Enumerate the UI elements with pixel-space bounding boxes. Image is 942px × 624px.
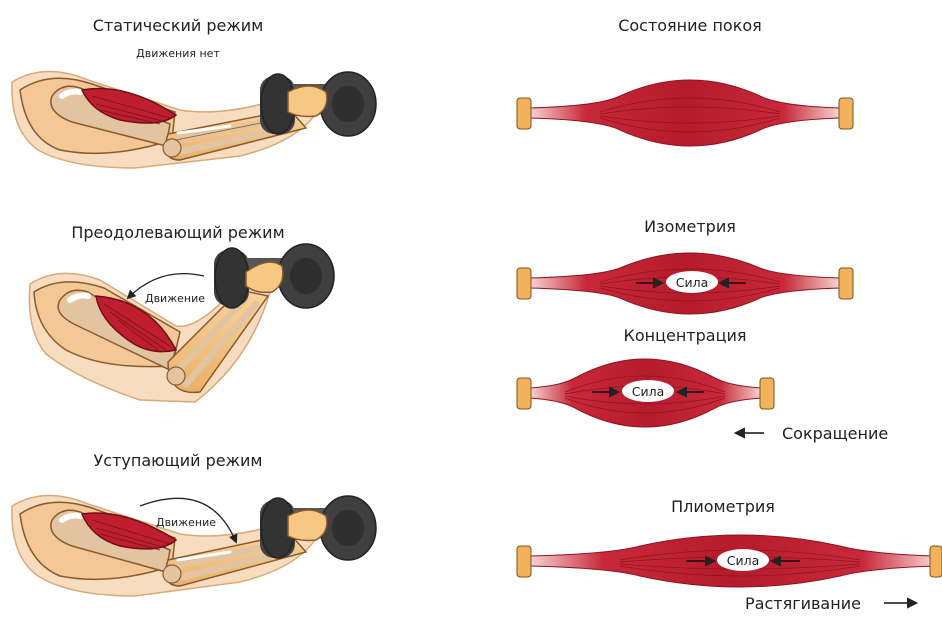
concentration-title: Концентрация [624,326,747,345]
yielding-mode-title: Уступающий режим [94,451,263,470]
yielding-arm-illustration [12,495,376,596]
static-arm-illustration [12,71,376,168]
static-mode-note: Движения нет [136,47,220,60]
overcoming-arm-illustration [29,244,334,402]
stretching-label: Растягивание [745,594,861,613]
concentration-force-label: Сила [632,384,665,399]
plyometry-title: Плиометрия [671,497,775,516]
isometry-title: Изометрия [644,217,736,236]
rest-title: Состояние покоя [618,16,762,35]
static-mode-title: Статический режим [93,16,264,35]
isometry-force-label: Сила [676,275,709,290]
overcoming-motion-label: Движение [145,292,205,305]
contraction-label: Сокращение [782,424,888,443]
plyometry-force-label: Сила [727,553,760,568]
overcoming-mode-title: Преодолевающий режим [71,223,284,242]
muscle-rest-icon [517,80,853,146]
yielding-motion-label: Движение [156,516,216,529]
